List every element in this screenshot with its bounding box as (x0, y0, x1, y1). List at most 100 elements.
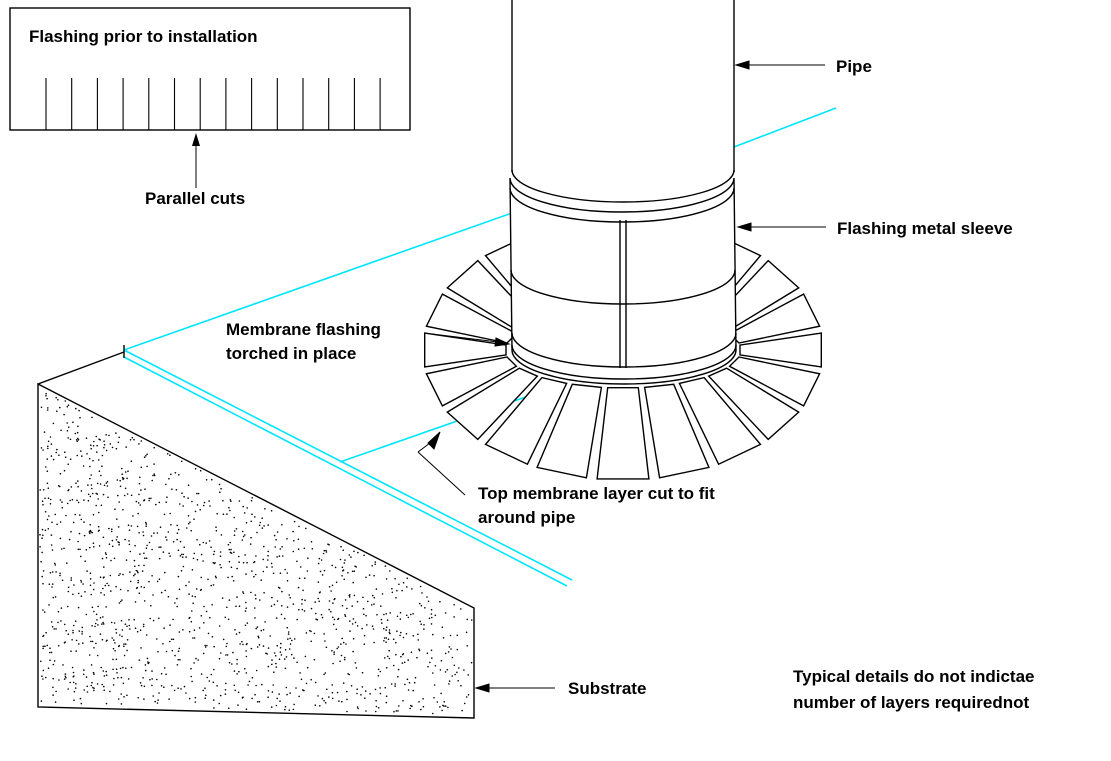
stipple-dot (273, 603, 276, 606)
stipple-dot (251, 570, 253, 572)
stipple-dot (258, 700, 261, 703)
stipple-dot (101, 557, 104, 560)
stipple-dot (176, 538, 178, 541)
stipple-dot (412, 613, 414, 615)
stipple-dot (104, 552, 107, 554)
stipple-dot (67, 489, 69, 492)
stipple-dot (189, 521, 191, 523)
stipple-dot (365, 576, 367, 579)
stipple-dot (202, 541, 205, 544)
stipple-dot (90, 684, 93, 687)
stipple-dot (391, 591, 394, 594)
stipple-dot (247, 684, 249, 686)
stipple-dot (210, 584, 212, 587)
stipple-dot (237, 691, 240, 694)
stipple-dot (44, 497, 46, 500)
stipple-dot (42, 503, 44, 506)
stipple-dot (72, 593, 74, 596)
stipple-dot (200, 615, 203, 617)
parallel-cuts-label: Parallel cuts (145, 189, 246, 208)
stipple-dot (227, 707, 230, 709)
stipple-dot (121, 599, 123, 601)
stipple-dot (262, 629, 265, 631)
stipple-dot (140, 647, 142, 649)
stipple-dot (373, 641, 375, 644)
stipple-dot (133, 438, 135, 441)
stipple-dot (339, 558, 342, 561)
stipple-dot (349, 594, 351, 596)
stipple-dot (169, 512, 171, 515)
stipple-dot (102, 623, 105, 625)
stipple-dot (153, 532, 155, 534)
stipple-dot (235, 528, 238, 530)
stipple-dot (186, 527, 188, 529)
stipple-dot (221, 597, 224, 599)
stipple-dot (139, 504, 142, 506)
stipple-dot (251, 697, 253, 700)
stipple-dot (352, 650, 354, 653)
stipple-dot (357, 707, 359, 710)
stipple-dot (121, 473, 123, 476)
stipple-dot (456, 634, 459, 637)
stipple-dot (77, 501, 80, 504)
stipple-dot (377, 668, 380, 671)
stipple-dot (53, 660, 56, 662)
stipple-dot (117, 541, 119, 543)
stipple-dot (241, 640, 243, 643)
stipple-dot (71, 639, 73, 641)
stipple-dot (371, 594, 374, 597)
stipple-dot (148, 541, 151, 544)
stipple-dot (332, 662, 334, 665)
stipple-dot (178, 474, 180, 476)
stipple-dot (101, 454, 104, 457)
stipple-dot (190, 667, 192, 670)
stipple-dot (149, 617, 151, 620)
stipple-dot (158, 546, 160, 548)
stipple-dot (194, 701, 197, 703)
stipple-dot (98, 470, 101, 473)
stipple-dot (456, 648, 459, 651)
stipple-dot (220, 487, 222, 490)
stipple-dot (117, 676, 119, 679)
stipple-dot (168, 698, 170, 700)
stipple-dot (290, 653, 293, 656)
stipple-dot (172, 618, 174, 621)
stipple-dot (411, 705, 413, 707)
stipple-dot (317, 597, 320, 600)
stipple-dot (271, 596, 273, 599)
stipple-dot (102, 493, 105, 496)
stipple-dot (137, 581, 139, 584)
stipple-dot (103, 444, 106, 446)
stipple-dot (147, 661, 149, 663)
stipple-dot (166, 453, 169, 455)
stipple-dot (440, 659, 443, 662)
stipple-dot (251, 497, 253, 499)
stipple-dot (303, 547, 306, 550)
stipple-dot (165, 673, 167, 676)
stipple-dot (93, 582, 95, 584)
stipple-dot (398, 583, 400, 586)
stipple-dot (400, 655, 402, 658)
stipple-dot (109, 690, 111, 693)
stipple-dot (330, 590, 332, 592)
stipple-dot (113, 622, 116, 624)
stipple-dot (59, 499, 62, 501)
stipple-dot (143, 698, 145, 700)
stipple-dot (404, 683, 406, 686)
stipple-dot (102, 587, 104, 590)
stipple-dot (105, 606, 107, 608)
stipple-dot (91, 640, 94, 643)
stipple-dot (264, 621, 266, 623)
stipple-dot (220, 534, 223, 536)
stipple-dot (52, 458, 55, 461)
stipple-dot (47, 528, 50, 530)
stipple-dot (169, 624, 171, 626)
stipple-dot (245, 650, 247, 652)
stipple-dot (119, 600, 122, 603)
stipple-dot (218, 657, 221, 660)
stipple-dot (39, 489, 41, 491)
stipple-dot (150, 535, 153, 537)
stipple-dot (75, 683, 77, 685)
stipple-dot (355, 566, 358, 568)
stipple-dot (95, 613, 98, 616)
